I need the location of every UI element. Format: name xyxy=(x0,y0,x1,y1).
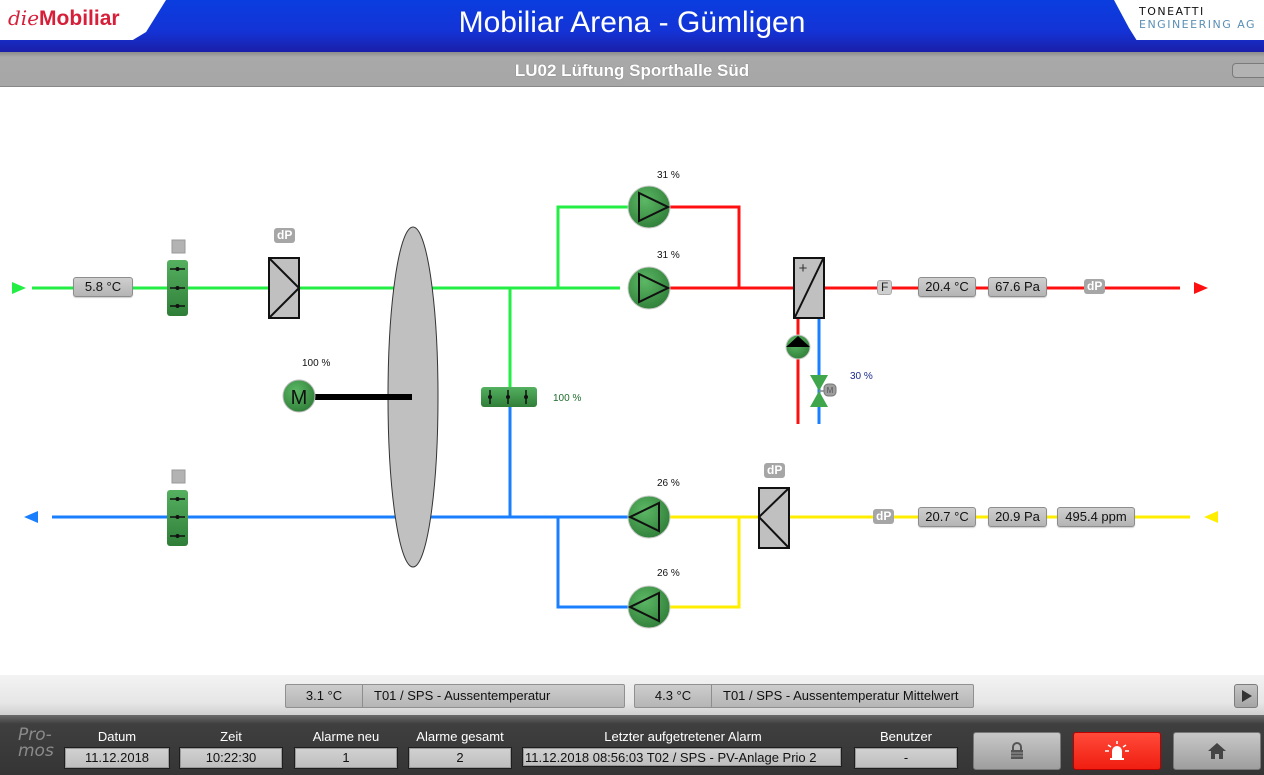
extract-fan-2[interactable] xyxy=(627,585,671,629)
lock-icon xyxy=(1011,742,1023,759)
rotor-motor-icon[interactable] xyxy=(282,379,316,413)
fan-icon xyxy=(627,585,671,629)
heating-valve[interactable]: M xyxy=(810,375,837,407)
extract-dp-tag[interactable]: dP xyxy=(873,509,895,524)
info-bar: 3.1 °C T01 / SPS - Aussentemperatur 4.3 … xyxy=(0,675,1264,715)
damper-status-indicator xyxy=(171,239,186,254)
filter-icon xyxy=(268,257,300,319)
status-footer: Pro- mos Datum 11.12.2018 Zeit 10:22:30 … xyxy=(0,715,1264,775)
fan-icon xyxy=(627,266,671,310)
outdoor-temperature-value[interactable]: 5.8 °C xyxy=(73,277,133,297)
outdoor-air-filter[interactable] xyxy=(268,257,301,319)
supply-pressure-value[interactable]: 67.6 Pa xyxy=(988,277,1047,297)
supply-fan-2-percent: 31 % xyxy=(657,250,680,261)
mobiliar-logo: dieMobiliar xyxy=(8,6,120,31)
supply-temperature-value[interactable]: 20.4 °C xyxy=(918,277,976,297)
date-label: Datum xyxy=(97,729,137,744)
exhaust-air-duct xyxy=(24,404,630,609)
last-alarm-field[interactable]: 11.12.2018 08:56:03 T02 / SPS - PV-Anlag… xyxy=(522,747,842,767)
info-label: T01 / SPS - Aussentemperatur Mittelwert xyxy=(723,688,959,703)
process-schematic: M + xyxy=(0,87,1264,675)
promos-logo-line1: Pro- xyxy=(18,725,52,745)
supply-air-outlet-arrow-icon xyxy=(1194,282,1208,294)
next-page-play-button[interactable] xyxy=(1234,684,1258,708)
alarm-bell-icon xyxy=(1105,741,1129,760)
frost-protection-tag[interactable]: F xyxy=(877,280,893,295)
home-button[interactable] xyxy=(1173,732,1261,770)
bypass-damper[interactable] xyxy=(481,387,537,407)
valve-icon xyxy=(810,375,828,391)
outdoor-air-inlet-arrow-icon xyxy=(12,282,26,294)
supply-air-duct xyxy=(668,205,1208,424)
outdoor-air-damper[interactable] xyxy=(167,239,188,316)
logo-main: Mobiliar xyxy=(39,7,120,30)
promos-logo-line2: mos xyxy=(18,741,54,761)
heating-pump[interactable] xyxy=(785,334,811,360)
page-title: LU02 Lüftung Sporthalle Süd xyxy=(514,61,750,80)
user-label: Benutzer xyxy=(879,729,933,744)
extract-co2-value[interactable]: 495.4 ppm xyxy=(1057,507,1135,527)
exhaust-air-outlet-arrow-icon xyxy=(24,511,38,523)
extract-fan-1[interactable] xyxy=(627,495,671,539)
fan-icon xyxy=(627,185,671,229)
supply-fan-1-percent: 31 % xyxy=(657,170,680,181)
mobiliar-logo-background xyxy=(0,0,166,40)
rotor-motor-label: M xyxy=(291,387,308,409)
info-label: T01 / SPS - Aussentemperatur xyxy=(374,688,551,703)
heating-coil[interactable]: + xyxy=(793,257,825,319)
extract-fan-1-percent: 26 % xyxy=(657,478,680,489)
info-outdoor-temp[interactable]: 3.1 °C T01 / SPS - Aussentemperatur xyxy=(285,684,625,708)
toneatti-logo-line1: TONEATTI xyxy=(1139,5,1205,18)
app-title: Mobiliar Arena - Gümligen xyxy=(458,6,806,39)
last-alarm-label: Letzter aufgetretener Alarm xyxy=(604,729,762,744)
rotary-heat-exchanger[interactable]: M xyxy=(282,226,439,568)
filter-icon xyxy=(758,487,790,549)
time-label: Zeit xyxy=(220,729,242,744)
fan-icon xyxy=(627,495,671,539)
extract-pressure-value[interactable]: 20.9 Pa xyxy=(988,507,1047,527)
extract-temperature-value[interactable]: 20.7 °C xyxy=(918,507,976,527)
login-lock-button[interactable] xyxy=(973,732,1061,770)
heater-plus-symbol: + xyxy=(799,260,808,277)
total-alarms-field[interactable]: 2 xyxy=(408,747,512,769)
damper-status-indicator xyxy=(171,469,186,484)
toneatti-logo-line2: ENGINEERING AG xyxy=(1139,18,1257,31)
info-outdoor-temp-avg[interactable]: 4.3 °C T01 / SPS - Aussentemperatur Mitt… xyxy=(634,684,974,708)
supply-dp-tag[interactable]: dP xyxy=(1084,279,1106,294)
date-field: 11.12.2018 xyxy=(64,747,170,769)
user-field[interactable]: - xyxy=(854,747,958,769)
home-icon xyxy=(1208,743,1226,759)
supply-fan-1[interactable] xyxy=(627,185,671,229)
app-header: dieMobiliar Mobiliar Arena - Gümligen TO… xyxy=(0,0,1264,52)
extract-filter-dp-tag[interactable]: dP xyxy=(764,463,786,478)
new-alarms-field[interactable]: 1 xyxy=(294,747,398,769)
alarm-list-button[interactable] xyxy=(1073,732,1161,770)
new-alarms-label: Alarme neu xyxy=(312,729,380,744)
supply-fan-2[interactable] xyxy=(627,266,671,310)
extract-air-filter[interactable] xyxy=(757,487,790,549)
promos-logo: Pro- mos xyxy=(18,725,54,761)
info-value: 4.3 °C xyxy=(635,685,712,707)
outdoor-filter-dp-tag[interactable]: dP xyxy=(274,228,296,243)
logo-prefix: die xyxy=(8,6,40,30)
rotor-shaft xyxy=(314,394,412,400)
extract-air-inlet-arrow-icon xyxy=(1204,511,1218,523)
heating-valve-percent: 30 % xyxy=(850,371,873,382)
toneatti-logo-background xyxy=(1114,0,1264,40)
title-bar-button[interactable] xyxy=(1232,63,1264,78)
rotor-motor-percent: 100 % xyxy=(302,358,331,369)
info-value: 3.1 °C xyxy=(286,685,363,707)
total-alarms-label: Alarme gesamt xyxy=(416,729,504,744)
valve-motor-icon xyxy=(823,383,837,397)
exhaust-air-damper[interactable] xyxy=(167,469,188,546)
bypass-damper-percent: 100 % xyxy=(553,393,582,404)
valve-motor-label: M xyxy=(827,386,834,395)
time-field: 10:22:30 xyxy=(179,747,283,769)
extract-fan-2-percent: 26 % xyxy=(657,568,680,579)
schematic-svg: M + xyxy=(12,185,1218,629)
page-title-bar: LU02 Lüftung Sporthalle Süd xyxy=(0,52,1264,87)
